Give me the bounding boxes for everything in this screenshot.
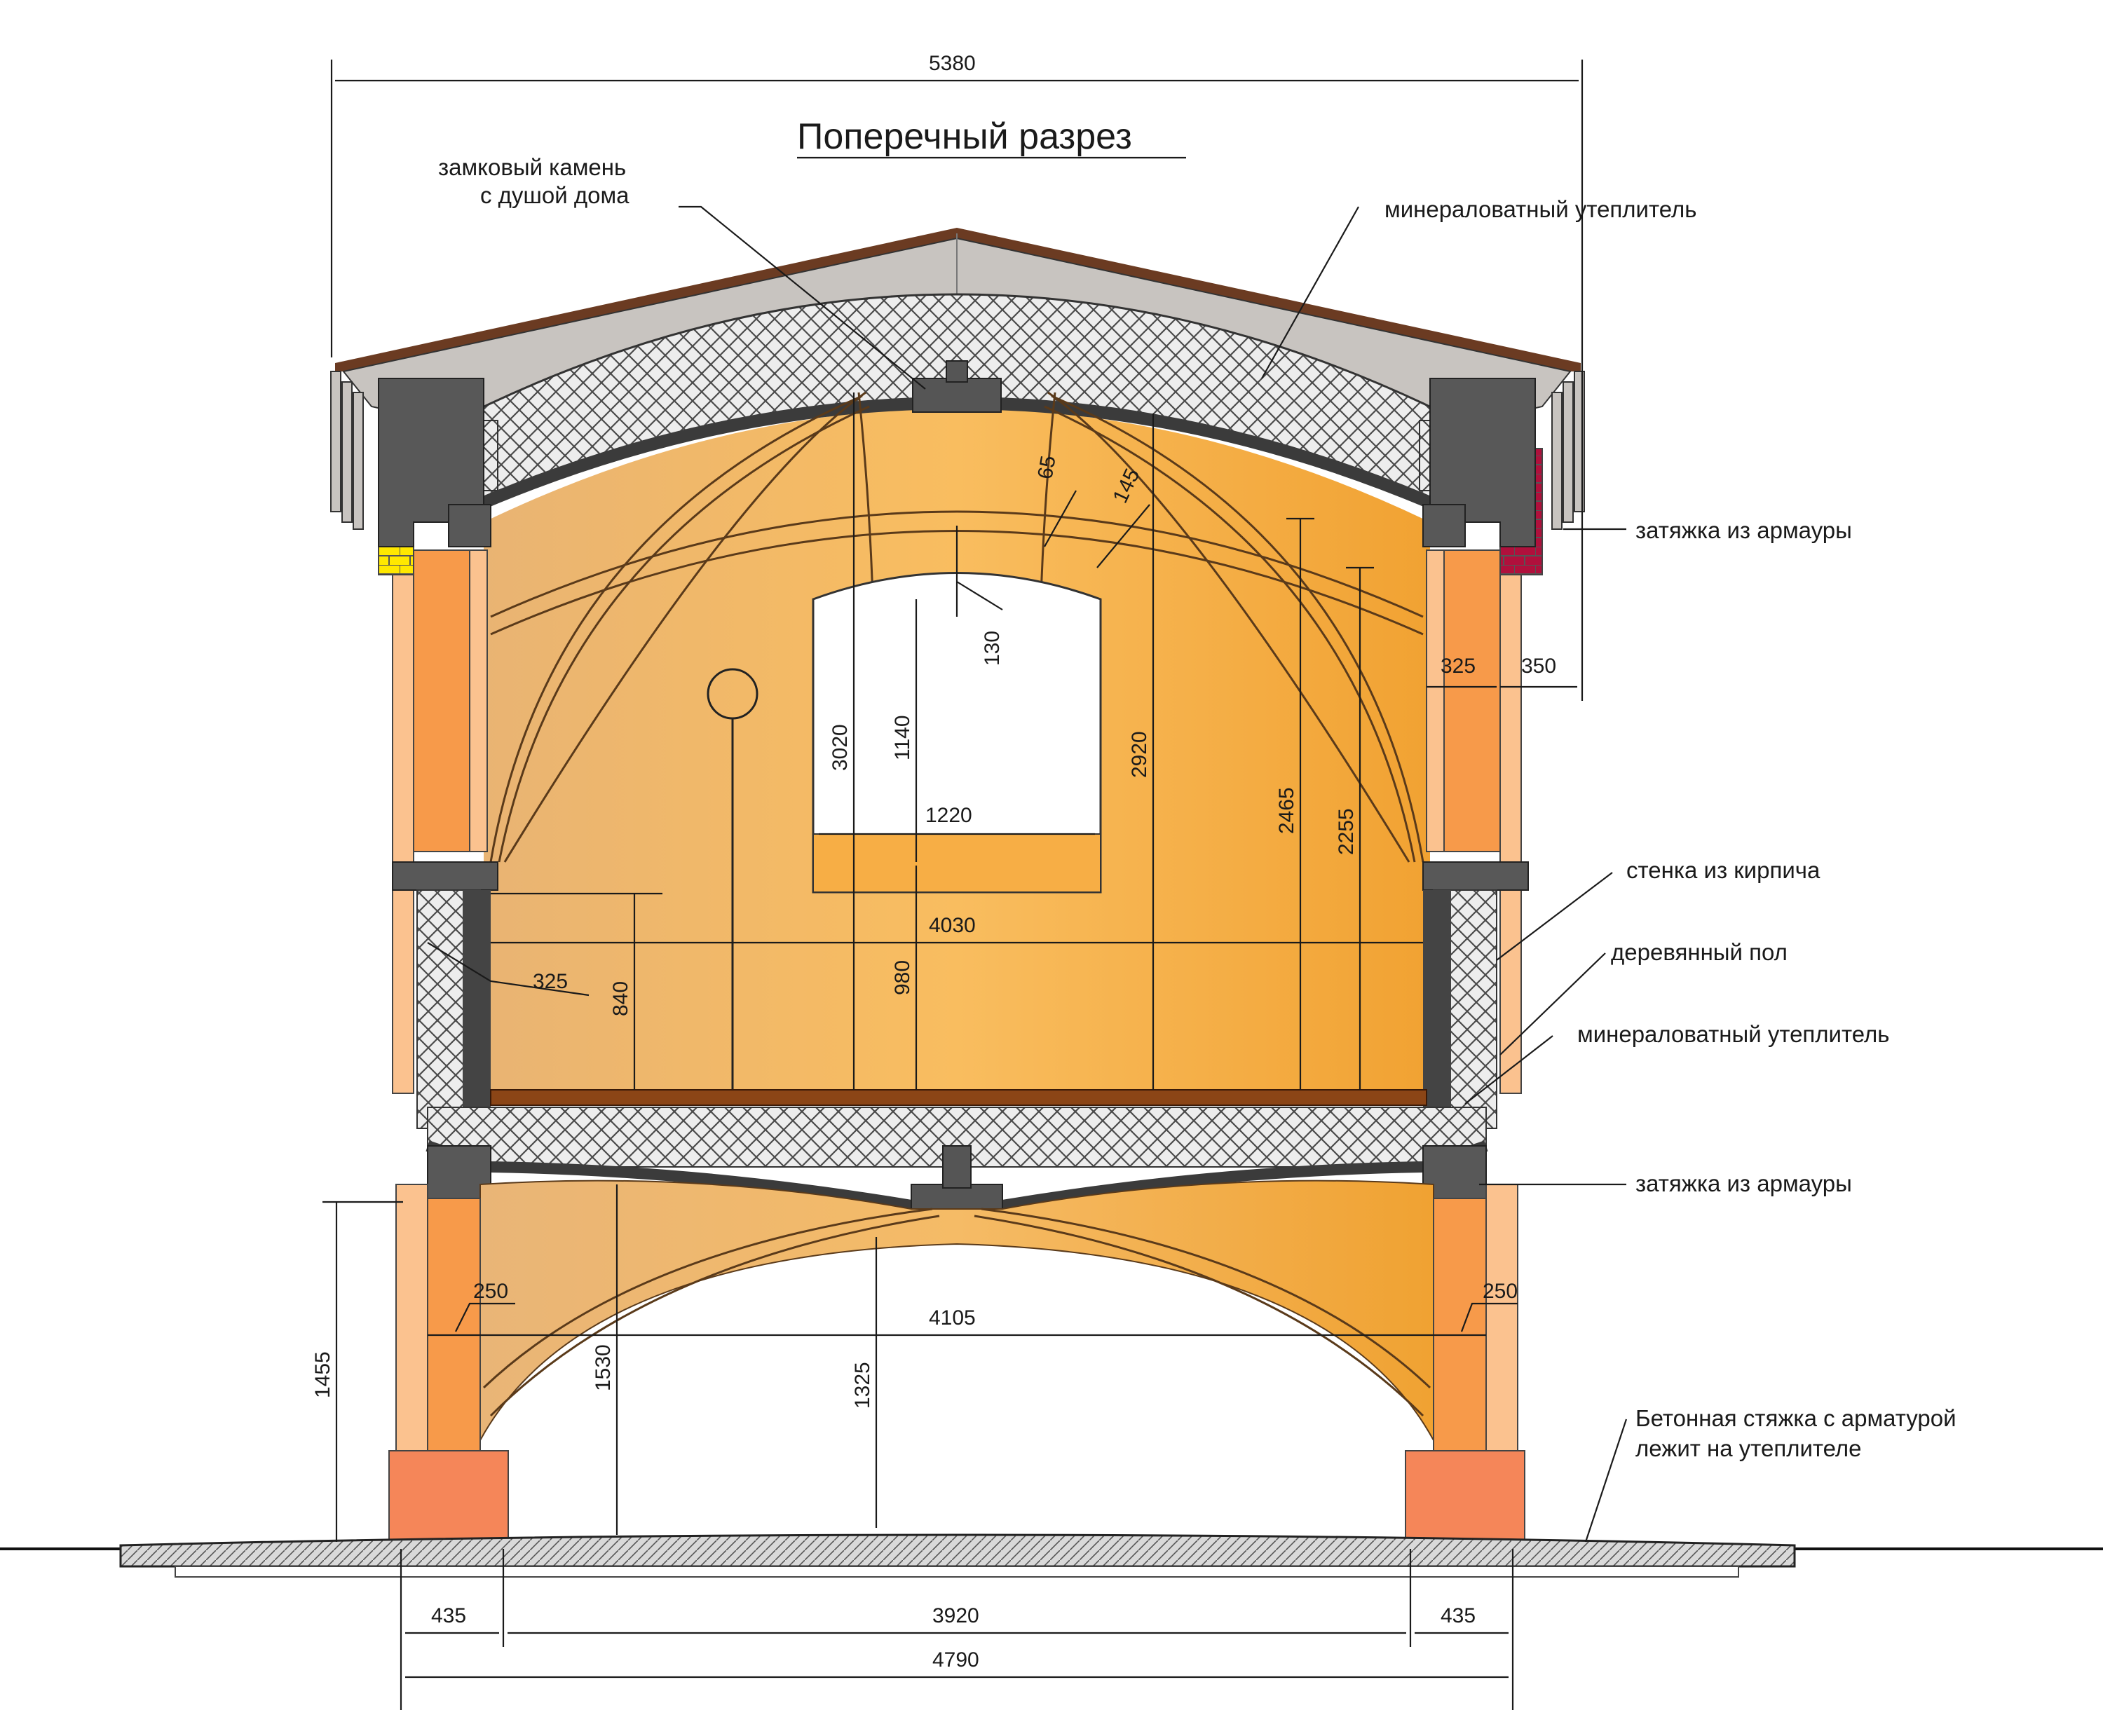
dim-2920: 2920	[1128, 731, 1151, 778]
dim-1140: 1140	[891, 715, 914, 760]
dim-1530: 1530	[592, 1344, 615, 1391]
upper-right-wall	[1422, 378, 1543, 1094]
callout-keystone-2: с душой дома	[480, 182, 629, 208]
lower-left-column	[388, 1184, 509, 1543]
dim-325-left: 325	[533, 970, 568, 993]
dim-250-left: 250	[473, 1280, 508, 1303]
dim-4030: 4030	[929, 914, 976, 937]
dim-435-right: 435	[1441, 1604, 1476, 1627]
dim-overall-width: 5380	[929, 52, 976, 75]
dim-1455: 1455	[311, 1351, 334, 1398]
vault-ribs	[489, 391, 1424, 863]
dim-2255: 2255	[1335, 808, 1358, 855]
callout-concrete-1: Бетонная стяжка с арматурой	[1635, 1405, 1956, 1431]
callout-tie-bottom: затяжка из армауры	[1635, 1170, 1852, 1196]
dim-65: 65	[1033, 454, 1060, 481]
dim-4105: 4105	[929, 1306, 976, 1330]
concrete-slab	[119, 1533, 1796, 1568]
dim-250-right: 250	[1483, 1280, 1518, 1303]
dim-325-right: 325	[1441, 655, 1476, 678]
callout-tie-top: затяжка из армауры	[1635, 517, 1852, 543]
mid-structure	[392, 861, 1529, 1220]
callout-concrete-2: лежит на утеплителе	[1635, 1435, 1862, 1461]
callout-labels: замковый камень с душой дома минераловат…	[438, 154, 1956, 1461]
dim-3020: 3020	[829, 724, 852, 771]
dim-435-left: 435	[431, 1604, 466, 1627]
callout-brick-wall: стенка из кирпича	[1626, 857, 1820, 883]
callout-keystone-1: замковый камень	[438, 154, 626, 180]
keystone	[912, 360, 1002, 413]
wooden-floor	[490, 1089, 1427, 1106]
dimension-lines	[322, 60, 1584, 1710]
callout-insulation-mid: минераловатный утеплитель	[1577, 1021, 1889, 1047]
dim-4790: 4790	[932, 1648, 979, 1672]
dim-1325: 1325	[851, 1362, 874, 1409]
upper-left-wall	[378, 378, 491, 1094]
dim-1220: 1220	[925, 804, 972, 827]
dim-980: 980	[891, 960, 914, 995]
window	[812, 572, 1102, 894]
lower-vault	[479, 1180, 1434, 1441]
dim-840: 840	[609, 981, 632, 1016]
dim-2465: 2465	[1275, 787, 1298, 834]
dim-350: 350	[1521, 655, 1556, 678]
dim-3920: 3920	[932, 1604, 979, 1627]
callout-leaders	[679, 205, 1628, 1543]
callout-wood-floor: деревянный пол	[1611, 939, 1788, 965]
section-title: Поперечный разрез	[797, 116, 1132, 157]
dim-130: 130	[981, 631, 1004, 666]
callout-insulation-top: минераловатный утеплитель	[1384, 196, 1696, 222]
dimension-labels: 5380 65 145 130 3020 1140 2920 2465 2255…	[311, 52, 1556, 1672]
lower-right-column	[1405, 1184, 1525, 1543]
